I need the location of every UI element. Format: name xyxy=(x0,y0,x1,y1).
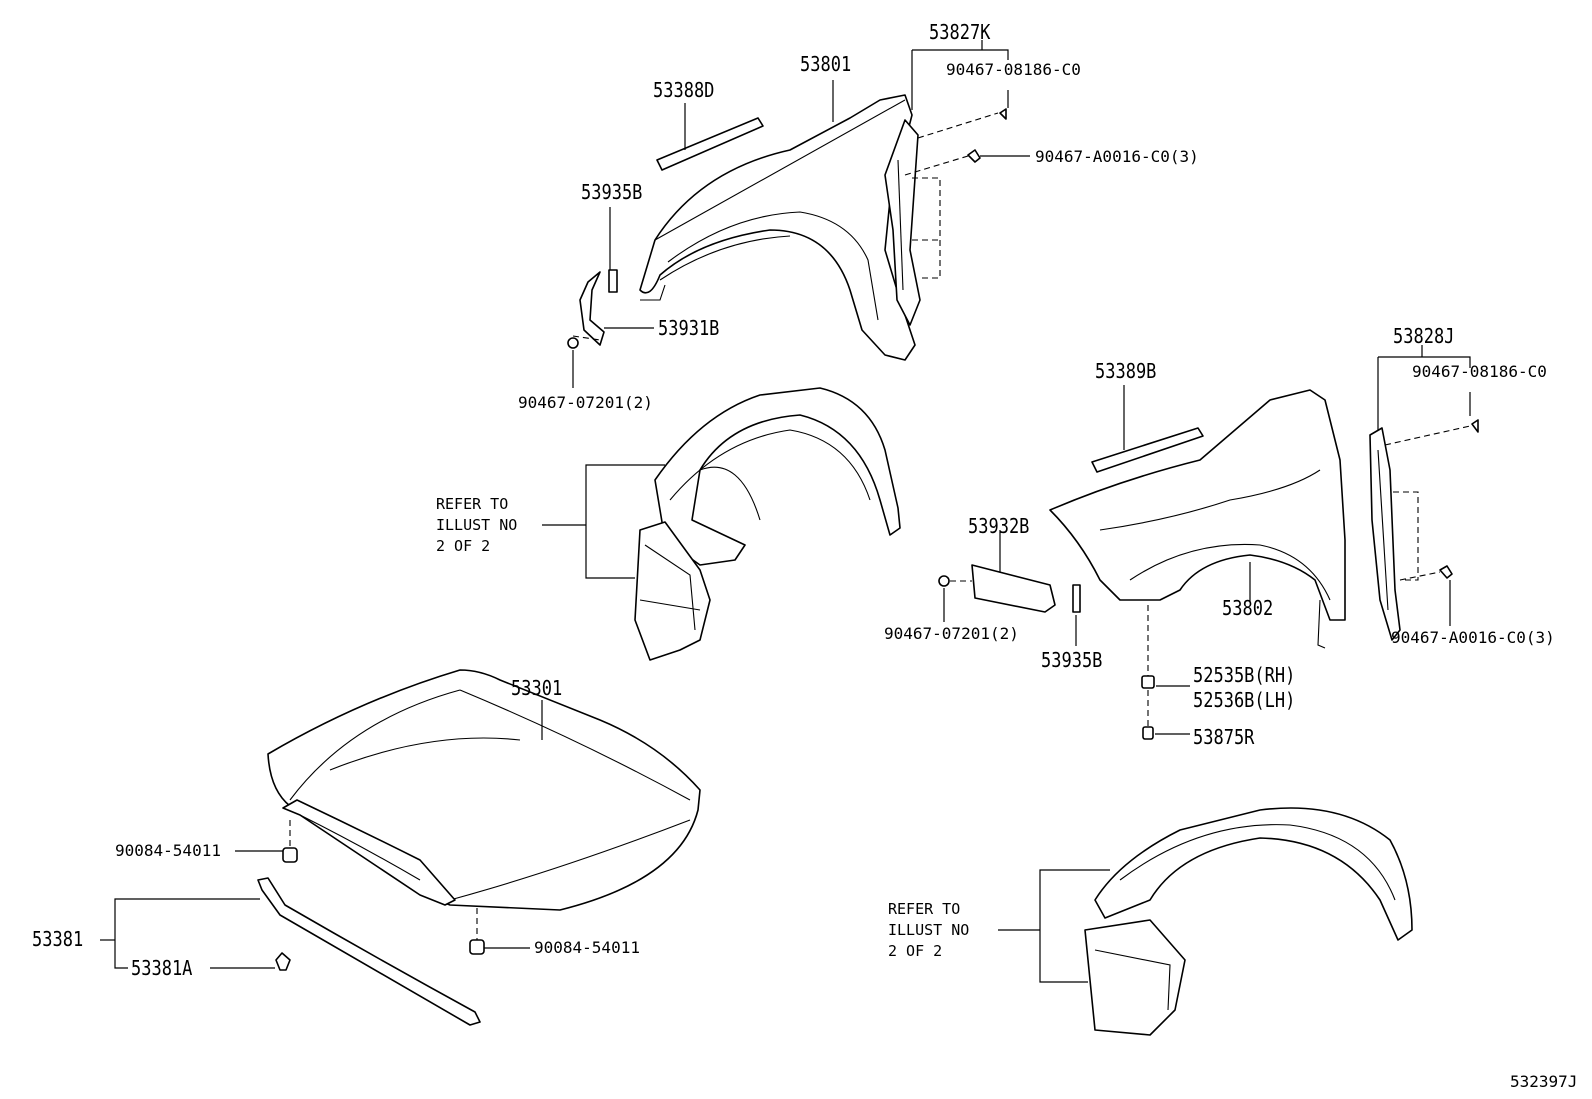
label-53935B-right: 53935B xyxy=(1041,648,1103,672)
label-90084-54011-right: 90084-54011 xyxy=(534,938,640,957)
refer-note-line: REFER TO xyxy=(436,495,509,513)
refer-note-center: REFER TO ILLUST NO 2 OF 2 xyxy=(436,494,517,557)
fender-right-seal xyxy=(1369,427,1401,641)
refer-note-lower-right: REFER TO ILLUST NO 2 OF 2 xyxy=(888,899,969,962)
hood-stopper-a xyxy=(282,847,298,863)
label-53828J: 53828J xyxy=(1393,324,1455,348)
label-53381: 53381 xyxy=(32,927,84,951)
label-53389B: 53389B xyxy=(1095,359,1157,383)
diagram-code: 532397J xyxy=(1510,1072,1578,1091)
liner-center xyxy=(634,387,901,661)
label-90467-A0016-C0-right: 90467-A0016-C0(3) xyxy=(1391,628,1555,647)
label-53875R: 53875R xyxy=(1193,725,1255,749)
refer-note-line: ILLUST NO xyxy=(888,921,970,939)
label-53801: 53801 xyxy=(800,52,852,76)
label-53931B: 53931B xyxy=(658,316,720,340)
fender-right-nut xyxy=(1141,675,1155,689)
dashed-guides xyxy=(289,112,1471,940)
label-53802: 53802 xyxy=(1222,596,1274,620)
hood-inner-frame xyxy=(282,799,456,906)
refer-note-line: ILLUST NO xyxy=(436,516,518,534)
refer-note-line: 2 OF 2 xyxy=(436,537,491,555)
label-53301: 53301 xyxy=(511,676,563,700)
fender-left-splash-guard xyxy=(579,271,605,346)
hood-weatherstrip xyxy=(257,877,481,1026)
leader-lines xyxy=(100,40,1471,983)
label-52536B-LH: 52536B(LH) xyxy=(1193,688,1296,712)
weatherstrip-clip xyxy=(275,952,291,971)
fender-left xyxy=(639,94,916,361)
fender-right-molding xyxy=(1091,427,1204,473)
liner-lower-right xyxy=(1084,807,1413,1036)
label-90467-08186-C0-right: 90467-08186-C0 xyxy=(1412,362,1547,381)
label-52535B-RH: 52535B(RH) xyxy=(1193,663,1296,687)
label-90467-07201-left: 90467-07201(2) xyxy=(518,393,653,412)
label-90467-08186-C0-upper: 90467-08186-C0 xyxy=(946,60,1081,79)
screw-left-a xyxy=(567,108,1007,349)
label-53381A: 53381A xyxy=(131,956,193,980)
refer-note-line: REFER TO xyxy=(888,900,961,918)
hood-stopper-b xyxy=(469,939,485,955)
hood xyxy=(267,669,701,911)
label-53827K: 53827K xyxy=(929,20,991,44)
label-53388D: 53388D xyxy=(653,78,715,102)
fender-right xyxy=(1049,389,1346,649)
label-90467-A0016-C0-upper: 90467-A0016-C0(3) xyxy=(1035,147,1199,166)
screw-right xyxy=(938,419,1479,587)
label-53935B-left: 53935B xyxy=(581,180,643,204)
fender-left-clip xyxy=(608,269,618,293)
label-53932B: 53932B xyxy=(968,514,1030,538)
fender-left-seal xyxy=(884,119,921,326)
fender-right-splash-guard xyxy=(971,564,1056,613)
refer-note-line: 2 OF 2 xyxy=(888,942,943,960)
fender-left-molding xyxy=(656,117,764,171)
fender-right-clip xyxy=(1072,584,1081,613)
label-90084-54011-left: 90084-54011 xyxy=(115,841,221,860)
fender-right-bolt xyxy=(1142,726,1154,740)
label-90467-07201-right: 90467-07201(2) xyxy=(884,624,1019,643)
